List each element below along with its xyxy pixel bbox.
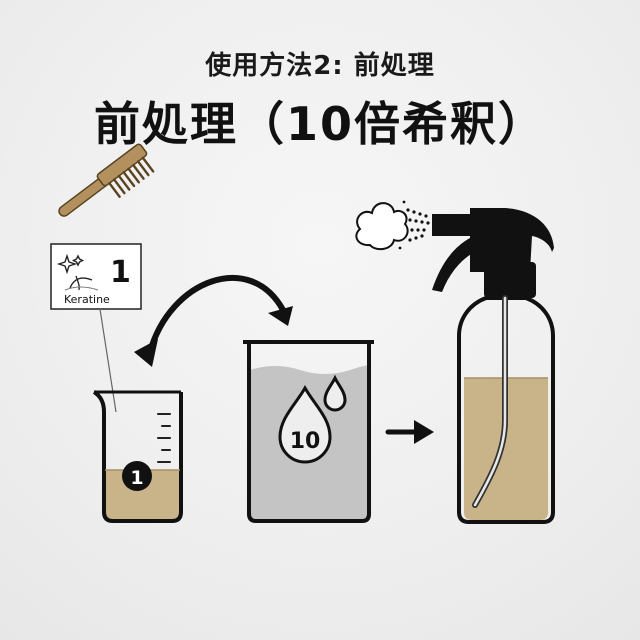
small-beaker: 1 [92, 390, 183, 523]
drop-number: 10 [290, 429, 321, 454]
subtitle: 使用方法2: 前処理 [205, 51, 435, 81]
sparkle-icon [56, 253, 85, 275]
spray-bottle-icon [432, 208, 555, 524]
page-title: 前処理（10倍希釈） [93, 97, 546, 151]
label-number: 1 [110, 255, 131, 290]
large-beaker: 10 [243, 340, 374, 523]
hair-strand-icon [64, 275, 99, 291]
right-arrow-icon [385, 420, 434, 444]
comb-icon [58, 143, 155, 217]
label-text: Keratine [64, 293, 110, 306]
water-drop-icon [278, 374, 347, 464]
spray-mist-icon [355, 200, 430, 251]
curved-double-arrow-icon [134, 274, 293, 367]
small-beaker-badge: 1 [130, 467, 143, 489]
keratine-label-card: 1 Keratine [50, 243, 142, 413]
